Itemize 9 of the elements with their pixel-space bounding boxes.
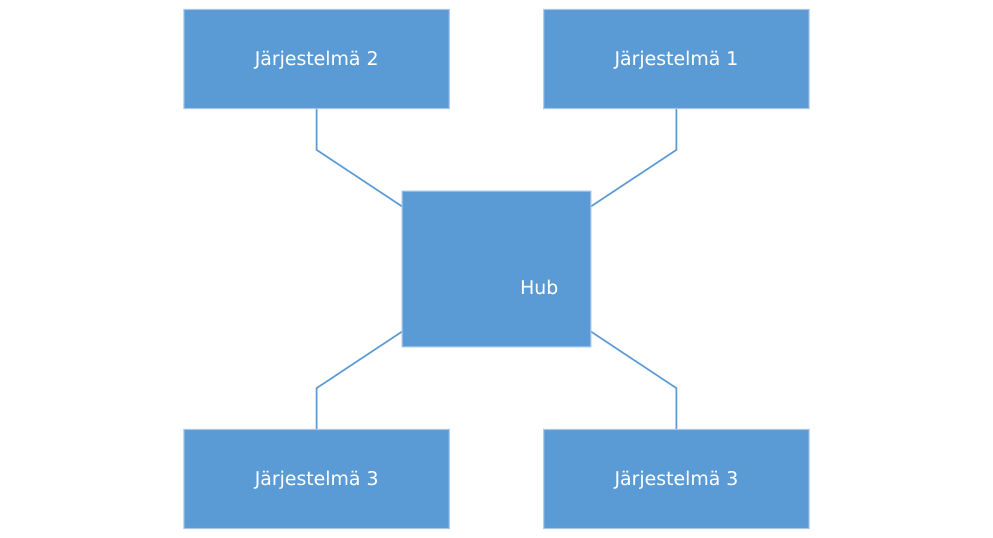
node-box: Järjestelmä 3 xyxy=(543,428,810,530)
connector xyxy=(316,330,403,430)
node-box: Järjestelmä 1 xyxy=(543,8,810,110)
connector xyxy=(590,108,678,208)
connector xyxy=(590,330,678,430)
node-box: Järjestelmä 3 xyxy=(183,428,450,530)
node-box: Järjestelmä 2 xyxy=(183,8,450,110)
node-box: Hub xyxy=(402,190,592,348)
connector xyxy=(316,108,403,208)
